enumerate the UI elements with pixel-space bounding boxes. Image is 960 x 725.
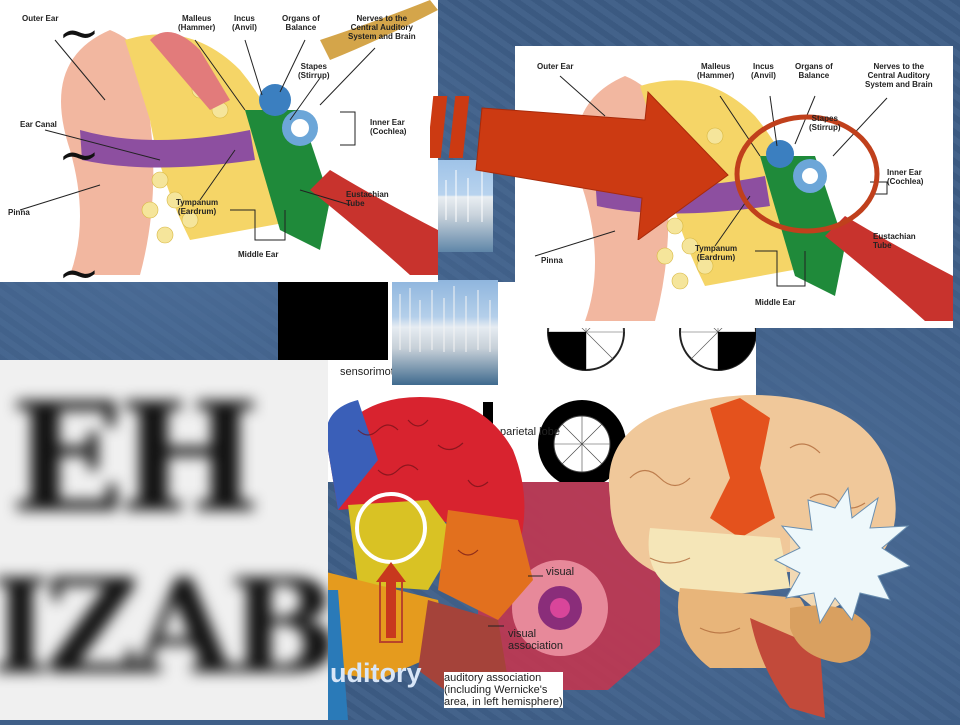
pinna-label: Pinna (8, 208, 30, 217)
malleus-label-right: Malleus (Hammer) (697, 62, 735, 80)
ear-anatomy-diagram-left: Outer Ear Malleus (Hammer) Incus (Anvil)… (0, 0, 438, 282)
nerves-label: Nerves to the Central Auditory System an… (348, 14, 416, 41)
visual-label: visual (546, 566, 575, 578)
stapes-label: Stapes (Stirrup) (298, 62, 330, 80)
lateral-brain-diagram: visual visual association auditory assoc… (318, 390, 678, 720)
parietal-label: parietal lobe (500, 426, 560, 438)
ear-left-svg (19, 0, 438, 275)
inner-ear-label: Inner Ear (Cochlea) (370, 118, 407, 136)
blurred-letter-image: EH IZAB (0, 360, 328, 720)
inner-ear-label-right: Inner Ear (Cochlea) (887, 168, 924, 186)
tilde-mark-3: ~ (58, 244, 100, 282)
lateral-brain-svg (318, 397, 660, 720)
outer-ear-label: Outer Ear (22, 14, 59, 23)
stapes-label-right: Stapes (Stirrup) (809, 114, 841, 132)
incus-label: Incus (Anvil) (232, 14, 257, 32)
red-arrow (430, 90, 729, 240)
eustachian-tube-label-right: Eustachian Tube (873, 232, 916, 250)
organs-of-balance-label-right: Organs of Balance (795, 62, 833, 80)
tympanum-label-right: Tympanum (Eardrum) (695, 244, 738, 262)
nerves-label-right: Nerves to the Central Auditory System an… (865, 62, 933, 89)
tilde-mark-2: ~ (58, 126, 100, 184)
tympanum-label: Tympanum (Eardrum) (176, 198, 219, 216)
highlighted-brain-svg (608, 394, 912, 718)
malleus-label: Malleus (Hammer) (178, 14, 216, 32)
ear-canal-label: Ear Canal (20, 120, 57, 129)
middle-ear-label: Middle Ear (238, 250, 279, 259)
visual-association-label: visual association (508, 628, 564, 652)
tilde-mark-1: ~ (58, 4, 100, 62)
eustachian-tube-label: Eustachian Tube (346, 190, 389, 208)
outer-ear-label-right: Outer Ear (537, 62, 574, 71)
organs-of-balance-label: Organs of Balance (282, 14, 320, 32)
auditory-caption: uditory (330, 658, 422, 688)
pinna-label-right: Pinna (541, 256, 563, 265)
middle-ear-label-right: Middle Ear (755, 298, 796, 307)
harbor-photo (392, 280, 498, 385)
harbor-photo-small (438, 160, 493, 252)
incus-label-right: Incus (Anvil) (751, 62, 776, 80)
highlighted-brain (590, 388, 912, 718)
auditory-association-label: auditory association (including Wernicke… (444, 672, 563, 708)
